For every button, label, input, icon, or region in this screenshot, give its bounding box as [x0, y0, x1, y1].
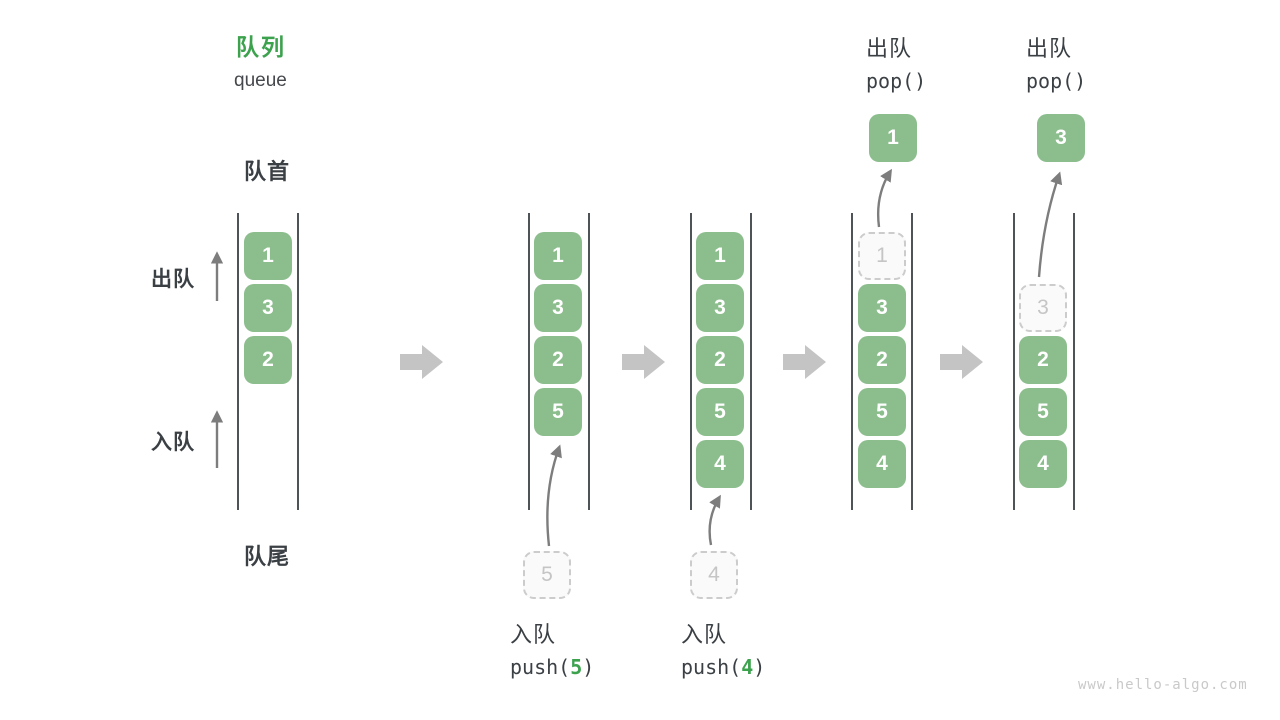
label-queue-rear: 队尾	[244, 544, 291, 569]
enqueue-5-arrow-icon	[546, 444, 562, 547]
incoming-element: 4	[690, 551, 738, 599]
diagram-title-zh: 队列	[236, 34, 286, 60]
queue4-left-wall	[851, 213, 853, 510]
dequeue-3-arrow-icon	[1037, 171, 1063, 278]
removed-element-slot: 1	[858, 232, 906, 280]
queue4-right-wall	[911, 213, 913, 510]
push4-arg: 4	[741, 655, 754, 679]
queue-element: 2	[534, 336, 582, 384]
queue-element: 4	[1019, 440, 1067, 488]
pop2-code: pop()	[1026, 69, 1087, 93]
state-transition-arrow-icon	[940, 345, 983, 379]
watermark: www.hello-algo.com	[1078, 677, 1248, 693]
queue-element: 2	[858, 336, 906, 384]
queue-element: 2	[1019, 336, 1067, 384]
diagram-title-en: queue	[234, 70, 287, 91]
queue-element: 3	[858, 284, 906, 332]
queue-element: 3	[534, 284, 582, 332]
push5-code-open: push(	[510, 655, 571, 679]
queue-element: 5	[696, 388, 744, 436]
queue-element: 5	[1019, 388, 1067, 436]
label-dequeue-side: 出队	[151, 268, 195, 291]
popped-element: 3	[1037, 114, 1085, 162]
queue1-left-wall	[237, 213, 239, 510]
queue-element: 3	[244, 284, 292, 332]
dequeue-1-arrow-icon	[876, 168, 892, 228]
enqueue-4-arrow-icon	[708, 494, 721, 546]
push4-code: push(4)	[681, 655, 765, 679]
push5-code: push(5)	[510, 655, 594, 679]
pop2-label-zh: 出队	[1026, 36, 1073, 61]
popped-element: 1	[869, 114, 917, 162]
label-queue-front: 队首	[244, 159, 291, 184]
queue2-right-wall	[588, 213, 590, 510]
queue-element: 2	[696, 336, 744, 384]
queue5-left-wall	[1013, 213, 1015, 510]
queue-element: 4	[858, 440, 906, 488]
queue5-right-wall	[1073, 213, 1075, 510]
push4-code-close: )	[753, 655, 766, 679]
pop1-label-zh: 出队	[866, 36, 913, 61]
queue-element: 1	[534, 232, 582, 280]
queue-element: 3	[696, 284, 744, 332]
push5-label-zh: 入队	[510, 622, 557, 647]
push4-label-zh: 入队	[681, 622, 728, 647]
queue-element: 5	[858, 388, 906, 436]
queue-element: 1	[696, 232, 744, 280]
queue-element: 2	[244, 336, 292, 384]
queue1-right-wall	[297, 213, 299, 510]
incoming-element: 5	[523, 551, 571, 599]
queue2-left-wall	[528, 213, 530, 510]
push4-code-open: push(	[681, 655, 742, 679]
label-enqueue-side: 入队	[151, 431, 195, 454]
state-transition-arrow-icon	[622, 345, 665, 379]
state-transition-arrow-icon	[400, 345, 443, 379]
pop1-code: pop()	[866, 69, 927, 93]
queue3-left-wall	[690, 213, 692, 510]
queue-element: 5	[534, 388, 582, 436]
state-transition-arrow-icon	[783, 345, 826, 379]
queue3-right-wall	[750, 213, 752, 510]
removed-element-slot: 3	[1019, 284, 1067, 332]
push5-arg: 5	[570, 655, 583, 679]
queue-element: 4	[696, 440, 744, 488]
queue-element: 1	[244, 232, 292, 280]
push5-code-close: )	[582, 655, 595, 679]
